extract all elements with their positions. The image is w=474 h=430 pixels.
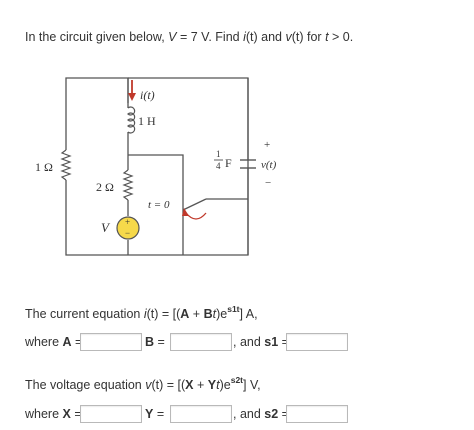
A-input[interactable] xyxy=(80,333,142,351)
wire xyxy=(65,77,249,256)
source-plus: + xyxy=(125,217,130,227)
Y-input[interactable] xyxy=(170,405,232,423)
resistor1-label: 1 Ω xyxy=(35,160,53,174)
s1-input[interactable] xyxy=(286,333,348,351)
B-field[interactable] xyxy=(171,335,231,351)
s1-field[interactable] xyxy=(287,335,347,351)
inductor-label: 1 H xyxy=(138,114,156,128)
voltage-equation: The voltage equation v(t) = [(X + Yt)es2… xyxy=(25,374,261,392)
s2-label: , and s2 = xyxy=(233,407,289,421)
current-equation: The current equation i(t) = [(A + Bt)es1… xyxy=(25,303,258,321)
s2-field[interactable] xyxy=(287,407,347,423)
capacitor-unit: F xyxy=(225,156,232,170)
s1-label: , and s1 = xyxy=(233,335,289,349)
X-field[interactable] xyxy=(81,407,141,423)
minus-sign: − xyxy=(265,177,271,189)
voltage-label: v(t) xyxy=(261,159,277,171)
B-label: B = xyxy=(145,335,165,349)
problem-statement: In the circuit given below, V = 7 V. Fin… xyxy=(25,30,354,44)
resistor-1-ohm xyxy=(60,149,72,181)
capacitor-num: 1 xyxy=(216,149,221,159)
X-input[interactable] xyxy=(80,405,142,423)
Y-label: Y = xyxy=(145,407,165,421)
plus-sign: + xyxy=(264,139,270,151)
resistor2-label: 2 Ω xyxy=(96,180,114,194)
A-field[interactable] xyxy=(81,335,141,351)
switch xyxy=(182,198,248,255)
switch-label: t = 0 xyxy=(148,199,170,211)
Y-field[interactable] xyxy=(171,407,231,423)
capacitor xyxy=(240,159,256,169)
source-minus: − xyxy=(125,228,130,238)
where-A-label: where A = xyxy=(25,335,83,349)
capacitor-den: 4 xyxy=(216,161,221,171)
B-input[interactable] xyxy=(170,333,232,351)
wire xyxy=(65,77,129,150)
circuit-diagram: i(t) 1 H 1 Ω 2 Ω t = 0 1 4 F + v(t) − V … xyxy=(35,77,277,256)
current-label: i(t) xyxy=(140,88,155,102)
switch-arrow xyxy=(182,208,207,220)
voltage-source xyxy=(116,216,140,240)
s2-input[interactable] xyxy=(286,405,348,423)
inductor xyxy=(127,106,136,134)
source-label: V xyxy=(101,220,111,235)
current-arrow xyxy=(128,80,136,101)
where-X-label: where X = xyxy=(25,407,82,421)
resistor-2-ohm xyxy=(122,169,134,201)
